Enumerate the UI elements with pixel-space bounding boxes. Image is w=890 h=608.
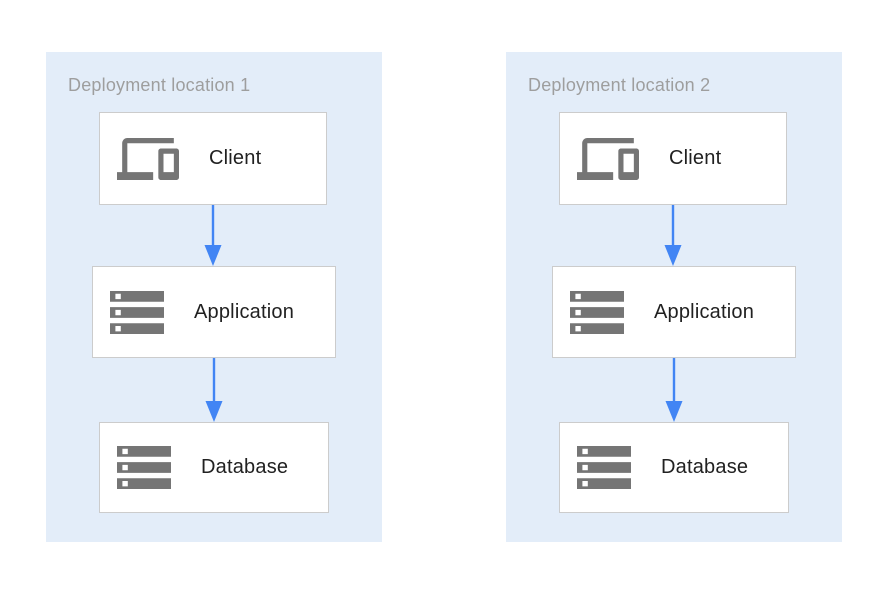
node-application: Application <box>92 266 336 358</box>
arrow-client-to-application <box>663 205 683 266</box>
arrow-application-to-database <box>204 358 224 422</box>
node-application: Application <box>552 266 796 358</box>
node-label: Application <box>194 300 295 323</box>
node-label: Client <box>669 147 722 169</box>
storage-icon <box>110 290 164 334</box>
deployment-panel-1: Deployment location 1 Client Application <box>46 52 382 542</box>
arrow-client-to-application <box>203 205 223 266</box>
node-client: Client <box>99 112 327 205</box>
node-label: Client <box>209 147 262 169</box>
node-database: Database <box>99 422 329 513</box>
panel-title: Deployment location 2 <box>528 75 711 95</box>
devices-icon <box>577 137 639 180</box>
deployment-panel-2: Deployment location 2 Client Application <box>506 52 842 542</box>
arrow-application-to-database <box>664 358 684 422</box>
node-label: Database <box>201 456 289 478</box>
storage-icon <box>570 290 624 334</box>
node-label: Database <box>661 456 749 478</box>
node-database: Database <box>559 422 789 513</box>
node-label: Application <box>654 300 755 323</box>
node-client: Client <box>559 112 787 205</box>
panel-title: Deployment location 1 <box>68 75 251 95</box>
storage-icon <box>117 446 171 489</box>
storage-icon <box>577 446 631 489</box>
devices-icon <box>117 137 179 180</box>
